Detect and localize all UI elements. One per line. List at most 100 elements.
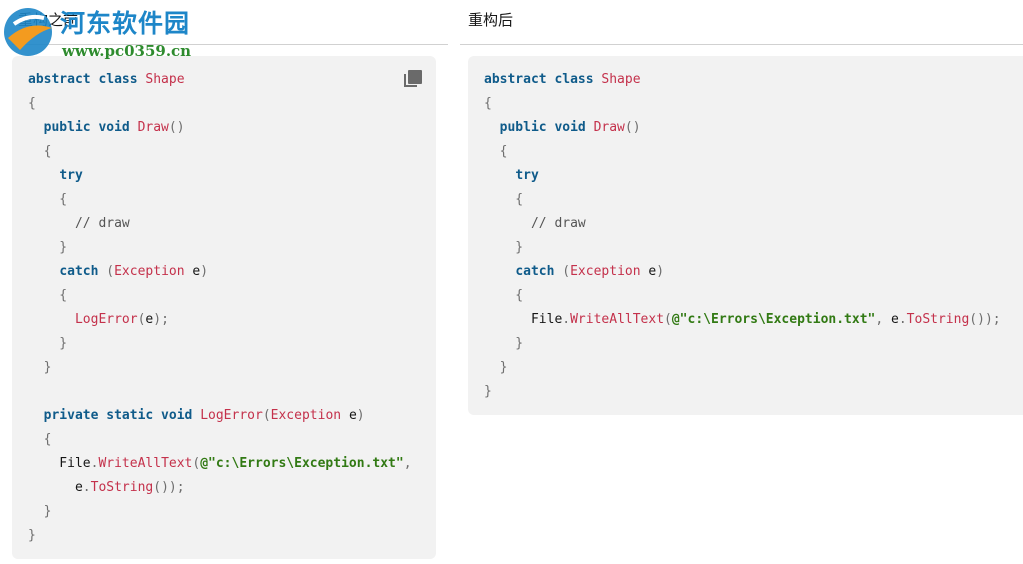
code-line: File.WriteAllText(@"c:\Errors\Exception.… bbox=[484, 308, 1001, 332]
code-token: { bbox=[28, 192, 68, 207]
code-token: catch bbox=[59, 264, 107, 279]
code-token: // draw bbox=[484, 216, 586, 231]
code-token: LogError bbox=[74, 312, 138, 327]
code-token: () bbox=[168, 120, 185, 135]
code-token: , bbox=[875, 312, 892, 327]
code-token: e bbox=[348, 408, 357, 423]
code-token: ) bbox=[356, 408, 365, 423]
code-token: ( bbox=[106, 264, 115, 279]
code-token: } bbox=[28, 504, 52, 519]
code-token: ToString bbox=[90, 480, 154, 495]
code-line: public void Draw() bbox=[484, 116, 1001, 140]
code-token: } bbox=[28, 336, 68, 351]
code-token: , bbox=[403, 456, 412, 471]
copy-code-button[interactable] bbox=[404, 70, 422, 88]
code-line: abstract class Shape bbox=[484, 68, 1001, 92]
code-token: ) bbox=[656, 264, 665, 279]
code-token: Shape bbox=[601, 72, 641, 87]
code-line: } bbox=[28, 236, 412, 260]
code-token bbox=[484, 264, 515, 279]
code-token bbox=[28, 312, 75, 327]
code-token: { bbox=[28, 96, 36, 111]
code-token: } bbox=[28, 360, 52, 375]
code-text-after: abstract class Shape{ public void Draw()… bbox=[484, 68, 1001, 404]
code-line: { bbox=[28, 92, 412, 116]
code-line: { bbox=[484, 188, 1001, 212]
code-line: try bbox=[484, 164, 1001, 188]
code-token: Exception bbox=[570, 264, 649, 279]
code-line: { bbox=[484, 92, 1001, 116]
code-token: ( bbox=[192, 456, 201, 471]
code-token: abstract class bbox=[28, 72, 146, 87]
code-token: try bbox=[59, 168, 83, 183]
code-block-before: abstract class Shape{ public void Draw()… bbox=[12, 56, 436, 559]
code-token: private static void bbox=[43, 408, 201, 423]
code-line: // draw bbox=[484, 212, 1001, 236]
code-token: e bbox=[28, 480, 83, 495]
code-line: catch (Exception e) bbox=[484, 260, 1001, 284]
code-token: { bbox=[484, 144, 508, 159]
header-divider-left bbox=[12, 44, 448, 45]
code-token: ) bbox=[200, 264, 209, 279]
code-line: } bbox=[484, 356, 1001, 380]
code-line: e.ToString()); bbox=[28, 476, 412, 500]
code-token bbox=[28, 264, 59, 279]
code-token bbox=[484, 120, 500, 135]
code-line: // draw bbox=[28, 212, 412, 236]
code-line: } bbox=[484, 236, 1001, 260]
code-token: LogError bbox=[200, 408, 263, 423]
code-line: private static void LogError(Exception e… bbox=[28, 404, 412, 428]
code-token: ( bbox=[562, 264, 571, 279]
code-token: abstract class bbox=[484, 72, 602, 87]
code-token: public void bbox=[43, 120, 138, 135]
code-line: File.WriteAllText(@"c:\Errors\Exception.… bbox=[28, 452, 412, 476]
code-line: } bbox=[28, 332, 412, 356]
code-token: } bbox=[484, 360, 508, 375]
code-text-before: abstract class Shape{ public void Draw()… bbox=[28, 68, 412, 548]
copy-icon bbox=[404, 74, 417, 87]
code-token bbox=[484, 168, 515, 183]
code-line: catch (Exception e) bbox=[28, 260, 412, 284]
code-token: ()); bbox=[153, 480, 185, 495]
code-line bbox=[28, 380, 412, 404]
code-token: . bbox=[90, 456, 99, 471]
code-token: { bbox=[28, 432, 52, 447]
code-token: { bbox=[484, 288, 524, 303]
code-token: e bbox=[192, 264, 201, 279]
code-line: } bbox=[28, 500, 412, 524]
code-token: ( bbox=[262, 408, 271, 423]
code-block-after: abstract class Shape{ public void Draw()… bbox=[468, 56, 1023, 415]
code-token: } bbox=[484, 240, 524, 255]
code-line: { bbox=[28, 428, 412, 452]
code-line: } bbox=[484, 332, 1001, 356]
code-token: ToString bbox=[906, 312, 970, 327]
code-token: () bbox=[624, 120, 641, 135]
code-token: . bbox=[562, 312, 571, 327]
code-token: . bbox=[898, 312, 907, 327]
code-token: Draw bbox=[137, 120, 169, 135]
code-token: try bbox=[515, 168, 539, 183]
code-token: { bbox=[28, 144, 52, 159]
code-token: ( bbox=[664, 312, 672, 327]
code-token: // draw bbox=[28, 216, 130, 231]
code-token: Draw bbox=[593, 120, 625, 135]
code-line: } bbox=[28, 356, 412, 380]
code-token: public void bbox=[499, 120, 594, 135]
code-line: { bbox=[28, 188, 412, 212]
code-line: } bbox=[484, 380, 1001, 404]
code-token: ()); bbox=[969, 312, 1001, 327]
code-line: { bbox=[28, 284, 412, 308]
code-token bbox=[28, 408, 44, 423]
code-token: e bbox=[145, 312, 154, 327]
code-token: catch bbox=[515, 264, 563, 279]
code-token: File bbox=[28, 456, 91, 471]
code-token: Exception bbox=[270, 408, 349, 423]
header-divider-right bbox=[460, 44, 1023, 45]
code-line: try bbox=[28, 164, 412, 188]
code-token: WriteAllText bbox=[570, 312, 665, 327]
code-token: { bbox=[484, 96, 492, 111]
code-token: ); bbox=[153, 312, 169, 327]
code-line: { bbox=[484, 140, 1001, 164]
code-token: . bbox=[82, 480, 91, 495]
code-token: Exception bbox=[114, 264, 193, 279]
